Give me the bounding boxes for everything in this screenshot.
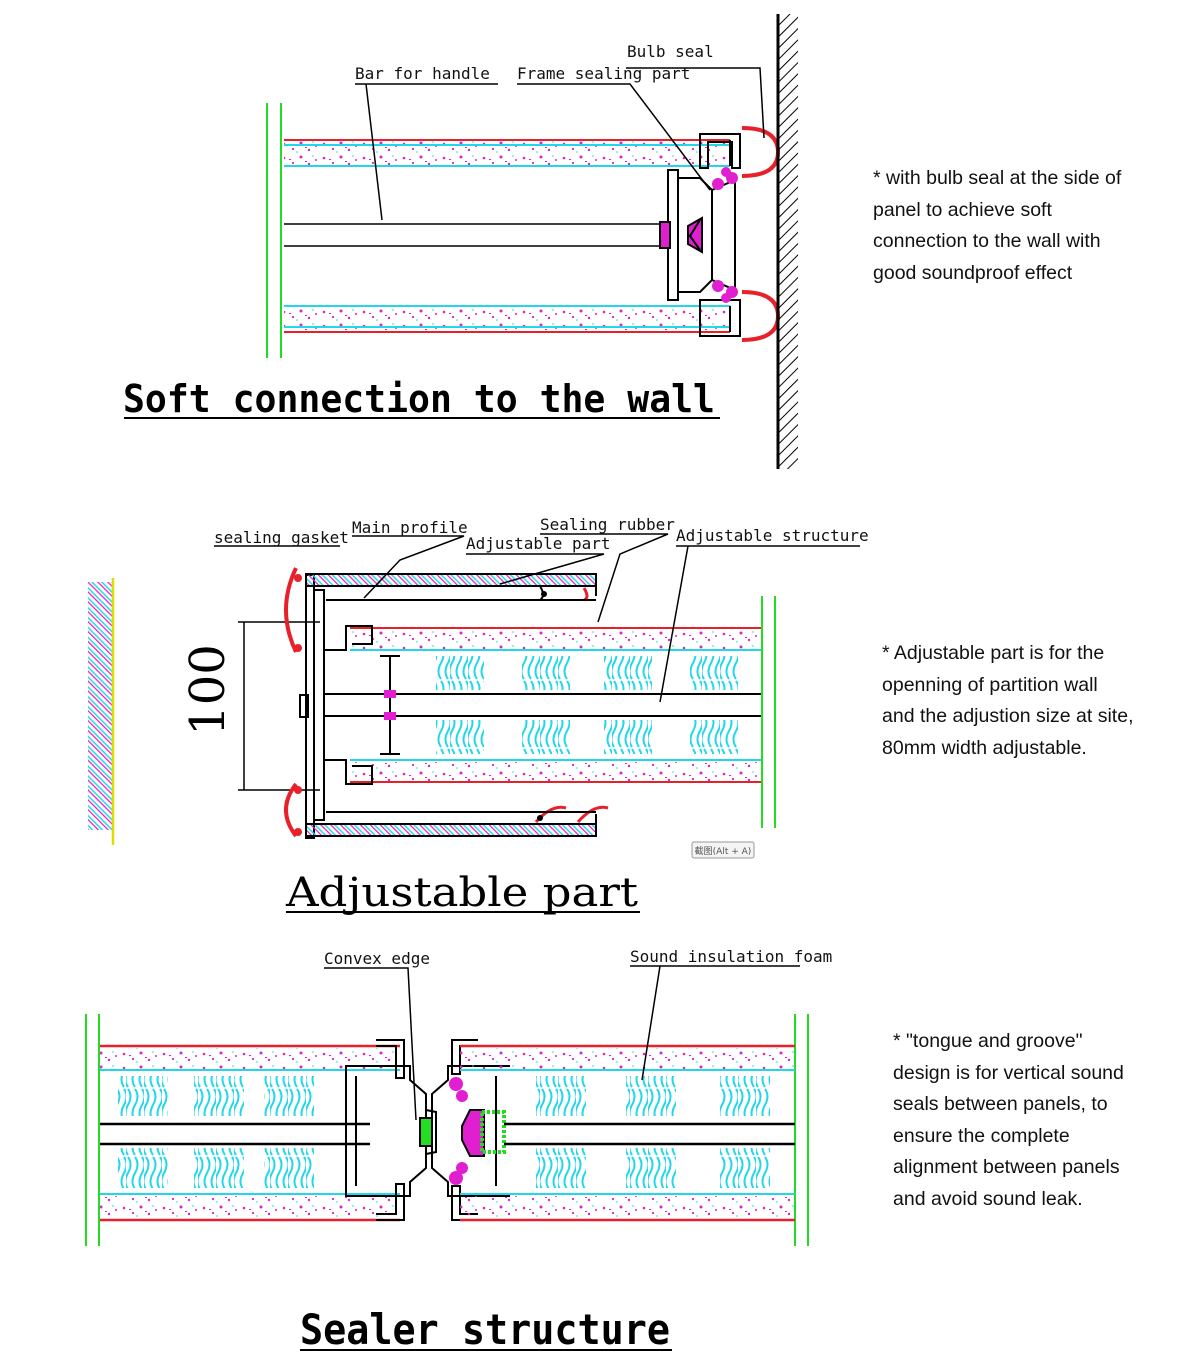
note-line: * "tongue and groove" (893, 1030, 1083, 1052)
label-sealing-rubber: Sealing rubber (540, 515, 675, 534)
label-convex-edge: Convex edge (324, 949, 430, 968)
handle-bar (284, 223, 670, 247)
section2-drawing (88, 533, 860, 913)
label-main-profile: Main profile (352, 518, 468, 537)
label-frame-sealing-part: Frame sealing part (517, 64, 690, 83)
note-line: seals between panels, to (893, 1093, 1108, 1116)
note-line: alignment between panels (893, 1156, 1120, 1179)
adjustable-cover-top (305, 573, 597, 602)
note-line: good soundproof effect (873, 261, 1073, 284)
section3-title: Sealer structure (300, 1305, 670, 1354)
section3-drawing (85, 965, 809, 1351)
label-adjustable-part: Adjustable part (466, 534, 611, 553)
note-line: design is for vertical sound (893, 1061, 1124, 1084)
note-line: connection to the wall with (873, 230, 1101, 253)
section1-drawing (124, 14, 798, 469)
left-panel (100, 1044, 400, 1222)
section1-title: Soft connection to the wall (123, 377, 715, 421)
note-line: and avoid sound leak. (893, 1187, 1083, 1210)
label-adjustable-structure: Adjustable structure (676, 526, 869, 545)
label-sound-insulation-foam: Sound insulation foam (630, 947, 832, 966)
existing-wall (88, 582, 112, 830)
screenshot-badge: 截图(Alt + A) (695, 845, 752, 857)
note-line: openning of partition wall (882, 673, 1098, 696)
section3-note: * "tongue and groove" design is for vert… (893, 1026, 1124, 1216)
section1-note: * with bulb seal at the side of panel to… (873, 163, 1121, 289)
upper-panel (284, 139, 731, 167)
label-bar-for-handle: Bar for handle (355, 64, 490, 83)
wall (776, 14, 798, 469)
dimension-label: 100 (180, 644, 236, 736)
note-line: and the adjustion size at site, (882, 705, 1134, 728)
adjustable-cover-bottom (305, 805, 609, 837)
note-line: * Adjustable part is for the (882, 642, 1105, 664)
main-profile (299, 574, 325, 839)
note-line: * with bulb seal at the side of (873, 167, 1122, 189)
panel2-stud (324, 655, 762, 755)
panel2-lower (324, 720, 762, 813)
note-line: ensure the complete (893, 1124, 1070, 1147)
panel2-upper (324, 599, 762, 690)
section2-title: Adjustable part (285, 870, 638, 916)
right-panel (460, 1044, 795, 1222)
section2-note: * Adjustable part is for the openning of… (882, 638, 1134, 764)
lower-panel (284, 305, 731, 333)
note-line: 80mm width adjustable. (882, 736, 1087, 759)
label-bulb-seal: Bulb seal (627, 42, 714, 61)
note-line: panel to achieve soft (873, 198, 1052, 221)
label-sealing-gasket: sealing gasket (214, 528, 349, 547)
